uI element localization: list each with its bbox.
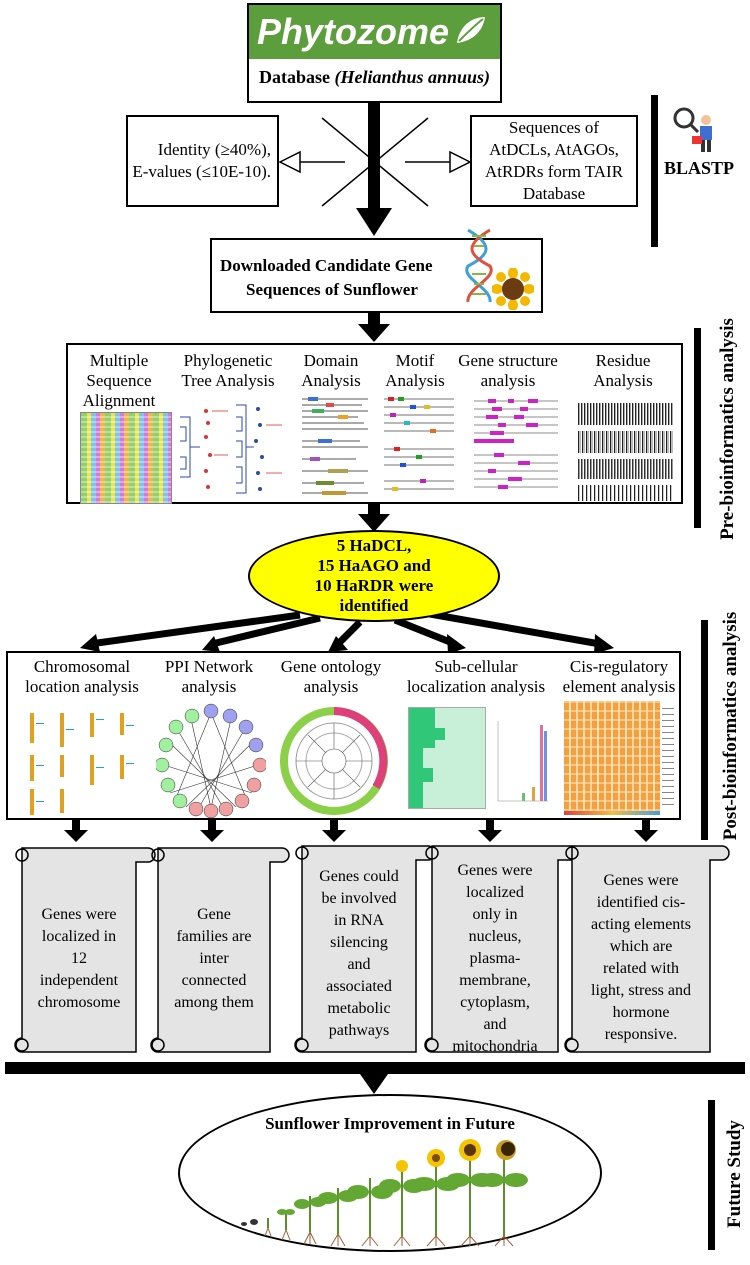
identified-line-2: 15 HaAGO and — [317, 556, 431, 575]
identified-line-3: 10 HaRDR were — [314, 576, 434, 595]
sunflower-icon — [491, 267, 535, 315]
sequences-line-1: Sequences of — [508, 118, 600, 137]
motif-title: Motif Analysis — [385, 351, 445, 390]
result-gene-ontology: Genes could be involved in RNA silencing… — [319, 868, 399, 1039]
subcellular-thumbnail — [400, 701, 552, 819]
subcellular-title: Sub-cellular localization analysis — [406, 657, 546, 696]
ppi-title: PPI Network analysis — [164, 657, 254, 696]
sunflower-growth-stages-icon — [238, 1138, 538, 1253]
phylo-title: Phylogenetic Tree Analysis — [181, 351, 275, 390]
gene-structure-thumbnail — [468, 393, 564, 501]
sequences-line-2: AtDCLs, AtAGOs, — [489, 140, 619, 159]
gene-ontology-thumbnail — [280, 703, 388, 817]
pre-analysis-panel: Multiple Sequence Alignment Phylogenetic… — [66, 343, 683, 504]
database-label: Database (Helianthus annuus) — [258, 67, 491, 87]
result-subcellular: Genes were localized only in nucleus, pl… — [452, 862, 538, 1055]
cis-regulatory-heatmap-thumbnail — [564, 701, 676, 819]
blastp-person-icon — [672, 106, 722, 154]
result-chromosome: Genes were localized in 12 independent c… — [37, 906, 121, 1011]
domain-thumbnail — [298, 393, 374, 501]
dna-helix-icon — [462, 228, 496, 309]
post-analysis-panel: Chromosomal location analysis PPI Networ… — [6, 651, 681, 820]
ppi-network-thumbnail — [154, 703, 268, 819]
msa-thumbnail — [80, 412, 172, 504]
candidate-line-2: Sequences of Sunflower — [246, 280, 418, 299]
future-side-label: Future Study — [724, 1120, 745, 1228]
chromosomal-title: Chromosomal location analysis — [25, 657, 139, 696]
identified-line-4: identified — [339, 596, 409, 615]
gene-structure-title: Gene structure analysis — [458, 351, 558, 390]
msa-title: Multiple Sequence Alignment — [82, 351, 156, 410]
chromosome-map-thumbnail — [16, 705, 148, 817]
residue-thumbnail — [578, 403, 674, 501]
sequences-box: Sequences of AtDCLs, AtAGOs, AtRDRs form… — [470, 115, 638, 207]
sequences-line-3: AtRDRs form TAIR — [484, 162, 624, 181]
gene-ontology-title: Gene ontology analysis — [280, 657, 382, 696]
phytozome-logo: Phytozome — [249, 5, 500, 59]
domain-title: Domain Analysis — [301, 351, 361, 390]
criteria-line-2: E-values (≤10E-10). — [132, 162, 271, 181]
leaf-icon — [453, 13, 487, 52]
motif-thumbnail — [380, 393, 458, 501]
future-ellipse: Sunflower Improvement in Future — [178, 1094, 602, 1252]
phytozome-box: Phytozome Database (Helianthus annuus) — [247, 3, 502, 103]
phylogenetic-tree-thumbnail — [176, 397, 288, 501]
future-title: Sunflower Improvement in Future — [265, 1114, 515, 1133]
blastp-label: BLASTP — [664, 158, 735, 178]
candidate-line-1: Downloaded Candidate Gene — [220, 256, 433, 275]
logo-text: Phytozome — [257, 11, 450, 52]
result-ppi: Gene families are inter connected among … — [174, 906, 254, 1011]
criteria-line-1: Identity (≥40%), — [157, 140, 271, 159]
pre-analysis-side-label: Pre-bioinformatics analysis — [717, 318, 738, 540]
identified-line-1: 5 HaDCL, — [336, 536, 412, 555]
result-cis-regulatory: Genes were identified cis- acting elemen… — [591, 872, 691, 1043]
cis-regulatory-title: Cis-regulatory element analysis — [562, 657, 676, 696]
post-analysis-side-label: Post-bioinformatics analysis — [720, 611, 741, 841]
residue-title: Residue Analysis — [593, 351, 653, 390]
criteria-box: Identity (≥40%), E-values (≤10E-10). — [126, 115, 279, 207]
sequences-line-4: Database — [522, 184, 586, 203]
identified-ellipse: 5 HaDCL, 15 HaAGO and 10 HaRDR were iden… — [248, 530, 500, 622]
